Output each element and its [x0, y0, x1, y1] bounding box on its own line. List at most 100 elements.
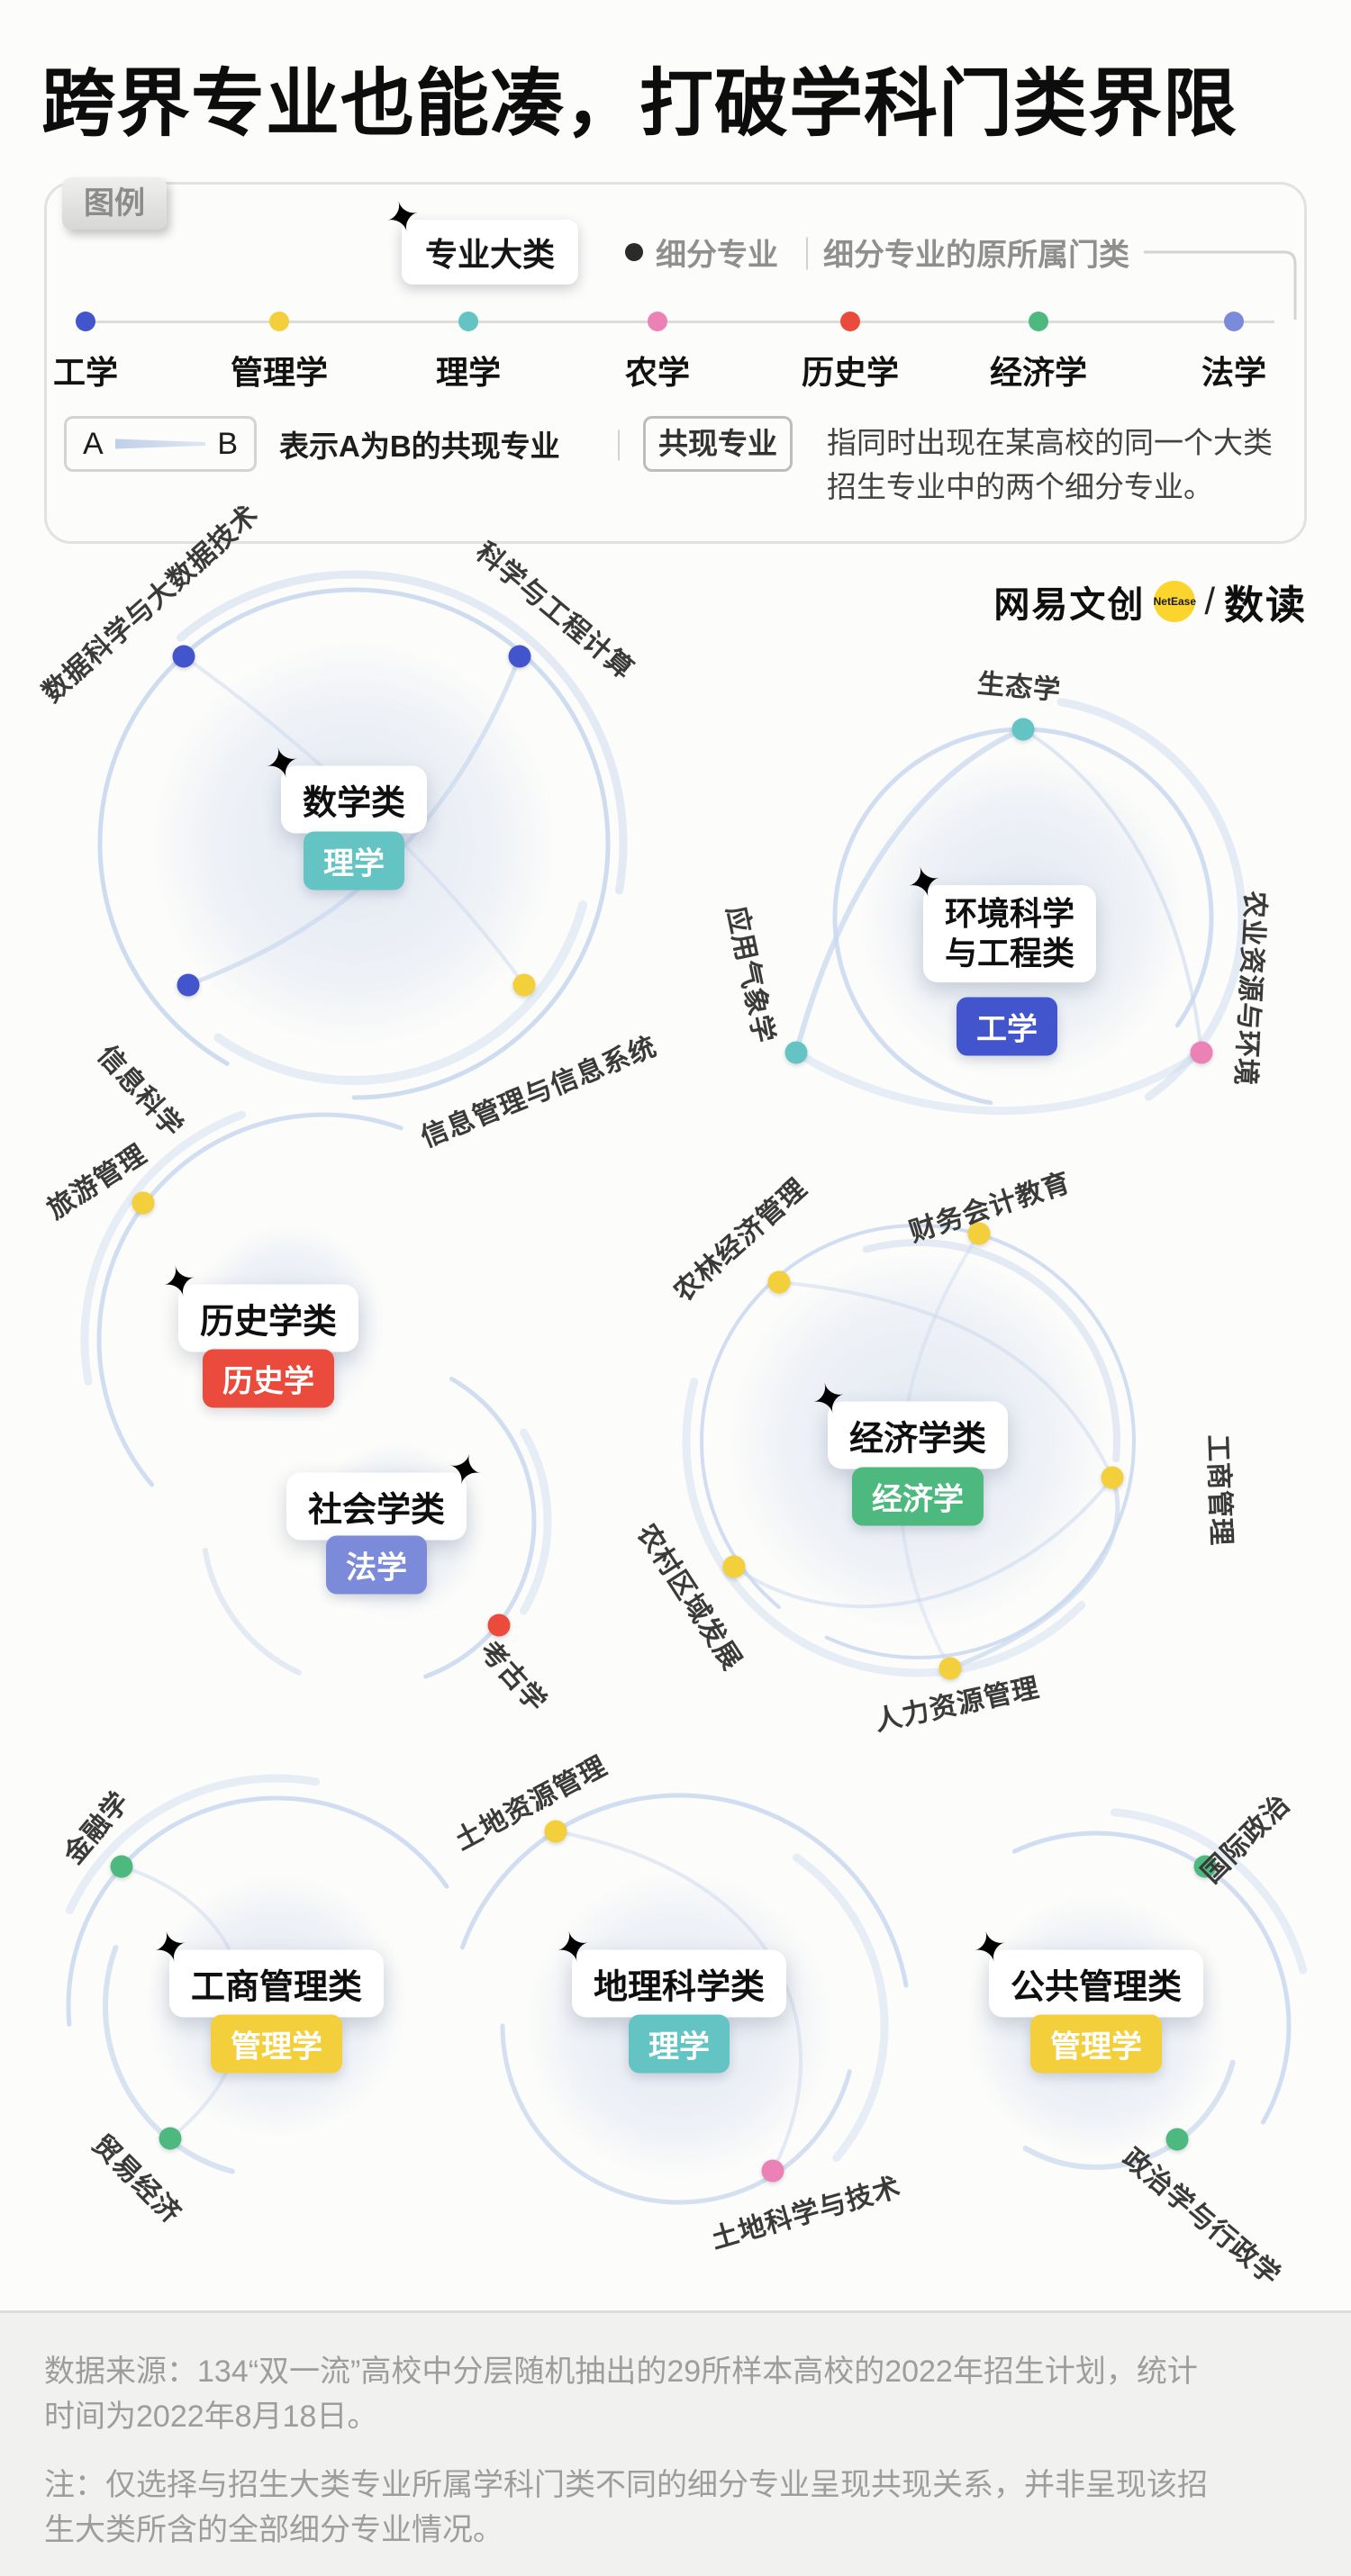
legend-divider: ｜ — [603, 429, 634, 465]
discipline-name: 历史学 — [801, 354, 899, 391]
discipline-key: 历史学 — [778, 312, 922, 393]
legend-connector-line — [1144, 250, 1297, 320]
discipline-badge: 历史学 — [203, 1349, 334, 1408]
major-group-card: ✦ 数学类 — [259, 736, 428, 834]
major-group-name: 经济学类 — [848, 1420, 987, 1459]
node-dot — [544, 1820, 567, 1843]
major-group-card: ✦ 环境科学 与工程类 — [902, 855, 1097, 982]
node-dot — [508, 645, 531, 668]
node-dot — [512, 973, 536, 997]
cooccurrence-term: 共现专业 — [643, 416, 793, 472]
cooccurrence-definition: 指同时出现在某高校的同一个大类 招生专业中的两个细分专业。 — [827, 426, 1273, 503]
discipline-name: 理学 — [435, 354, 501, 391]
cooccurrence-arcs — [80, 1096, 568, 1584]
node-dot — [1190, 1041, 1213, 1064]
node-dot — [131, 1191, 155, 1215]
node-dot — [487, 1613, 511, 1637]
legend-panel: 图例 ✦ 专业大类 细分专业 ｜ 细分专业的原所属门类 工学 管理学 理学 农学… — [44, 177, 1307, 544]
diagram-public-admin: 国际政治 政治学与行政学 ✦ 公共管理类 管理学 — [877, 1765, 1351, 2291]
major-group-card: ✦ 社会学类 — [286, 1442, 488, 1541]
major-group-name: 地理科学类 — [593, 1968, 766, 2007]
diagram-economics: 财务会计教育 农林经济管理 工商管理 农村区域发展 人力资源管理 ✦ 经济学类 … — [585, 1143, 1324, 1738]
node-dot — [722, 1555, 746, 1578]
cooccurrence-arcs — [682, 1206, 1154, 1677]
node-dot — [110, 1855, 133, 1878]
node-dot — [761, 2159, 784, 2183]
discipline-dot — [76, 312, 95, 331]
publisher-brand: 网易文创 NetEase / 数读 — [993, 573, 1307, 630]
discipline-badge: 管理学 — [1030, 2014, 1162, 2074]
diagram-sociology: 考古学 ✦ 社会学类 法学 — [186, 1339, 666, 1765]
brand-product: 数读 — [1224, 583, 1307, 628]
major-group-name: 工商管理类 — [190, 1968, 363, 2007]
node-dot — [767, 1270, 791, 1294]
discipline-name: 经济学 — [989, 354, 1087, 391]
major-group-card: ✦ 经济学类 — [806, 1371, 1009, 1469]
node-dot — [967, 1222, 991, 1245]
brand-slash: / — [1204, 580, 1215, 622]
discipline-badge: 管理学 — [211, 2014, 342, 2074]
discipline-dot — [458, 312, 478, 331]
major-group-name: 社会学类 — [307, 1491, 446, 1530]
discipline-dot — [1224, 312, 1244, 331]
sub-major-dot-icon — [625, 243, 643, 261]
cooccurrence-arcs — [792, 694, 1247, 1141]
discipline-dot — [648, 312, 667, 331]
major-group-name: 历史学类 — [199, 1303, 338, 1342]
discipline-dot — [269, 312, 289, 331]
cooccurrence-desc: 表示A为B的共现专业 — [279, 429, 560, 463]
node-label: 工商管理 — [1201, 1433, 1237, 1547]
major-group-key-label: 专业大类 — [424, 236, 556, 273]
discipline-dot — [840, 312, 860, 331]
node-label: 生态学 — [975, 668, 1063, 706]
discipline-name: 农学 — [624, 354, 690, 391]
discipline-name: 管理学 — [230, 354, 328, 391]
discipline-key: 农学 — [585, 312, 730, 393]
netease-logo-icon: NetEase — [1154, 581, 1196, 622]
node-dot — [1165, 2128, 1189, 2151]
discipline-badge: 经济学 — [852, 1467, 984, 1526]
diagram-geography: 土地资源管理 土地科学与技术 ✦ 地理科学类 理学 — [423, 1738, 1054, 2278]
diagram-history: 旅游管理 ✦ 历史学类 历史学 — [18, 1096, 568, 1584]
discipline-key: 工学 — [14, 312, 158, 393]
diagram-environment: 生态学 应用气象学 农业资源与环境 ✦ 环境科学 与工程类 工学 — [712, 630, 1342, 1207]
discipline-axis-line — [84, 321, 1274, 323]
origin-key-label: 细分专业的原所属门类 — [823, 238, 1129, 273]
major-group-card: ✦ 工商管理类 — [148, 1920, 385, 2018]
node-dot — [1101, 1466, 1124, 1489]
brand-creator: 网易文创 — [993, 585, 1146, 625]
discipline-key: 管理学 — [207, 312, 351, 393]
cooccurrence-arcs — [186, 1339, 552, 1704]
major-group-key-card: ✦ 专业大类 — [380, 190, 579, 285]
legend-divider: ｜ — [791, 236, 824, 273]
methodology-note: 注：仅选择与招生大类专业所属学科门类不同的细分专业呈现共现关系，并非呈现该招 生… — [44, 2468, 1208, 2547]
page-title: 跨界专业也能凑，打破学科门类界限 — [41, 63, 1238, 145]
discipline-dot — [1029, 312, 1048, 331]
major-group-name: 环境科学 — [944, 895, 1075, 933]
major-group-card: ✦ 历史学类 — [157, 1254, 359, 1352]
discipline-badge: 工学 — [957, 997, 1057, 1056]
discipline-name: 法学 — [1201, 354, 1266, 391]
cooccurrence-edge-icon — [115, 438, 205, 449]
major-group-card: ✦ 公共管理类 — [967, 1920, 1204, 2018]
data-source-note: 数据来源：134“双一流”高校中分层随机抽出的29所样本高校的2022年招生计划… — [44, 2355, 1198, 2434]
discipline-name: 工学 — [52, 354, 118, 391]
diagram-math: 数据科学与大数据技术 科学与工程计算 信息科学 信息管理与信息系统 ✦ 数学类 … — [18, 500, 712, 1216]
node-dot — [1193, 1855, 1217, 1878]
node-dot — [938, 1657, 962, 1680]
discipline-badge: 法学 — [326, 1535, 427, 1595]
discipline-badge: 理学 — [304, 831, 404, 890]
node-b-label: B — [217, 426, 238, 461]
major-group-card: ✦ 地理科学类 — [550, 1920, 787, 2018]
node-dot — [1011, 718, 1035, 741]
cooccurrence-example: A B — [64, 416, 257, 472]
discipline-key: 法学 — [1162, 312, 1306, 393]
major-group-name: 公共管理类 — [1010, 1968, 1183, 2007]
major-group-name: 数学类 — [302, 784, 406, 823]
node-dot — [784, 1041, 808, 1064]
diagram-business: 金融学 贸易经济 ✦ 工商管理类 管理学 — [27, 1765, 531, 2238]
node-dot — [172, 645, 195, 668]
discipline-key: 理学 — [396, 312, 540, 393]
discipline-key: 经济学 — [966, 312, 1111, 393]
sub-major-key-label: 细分专业 — [656, 238, 778, 273]
